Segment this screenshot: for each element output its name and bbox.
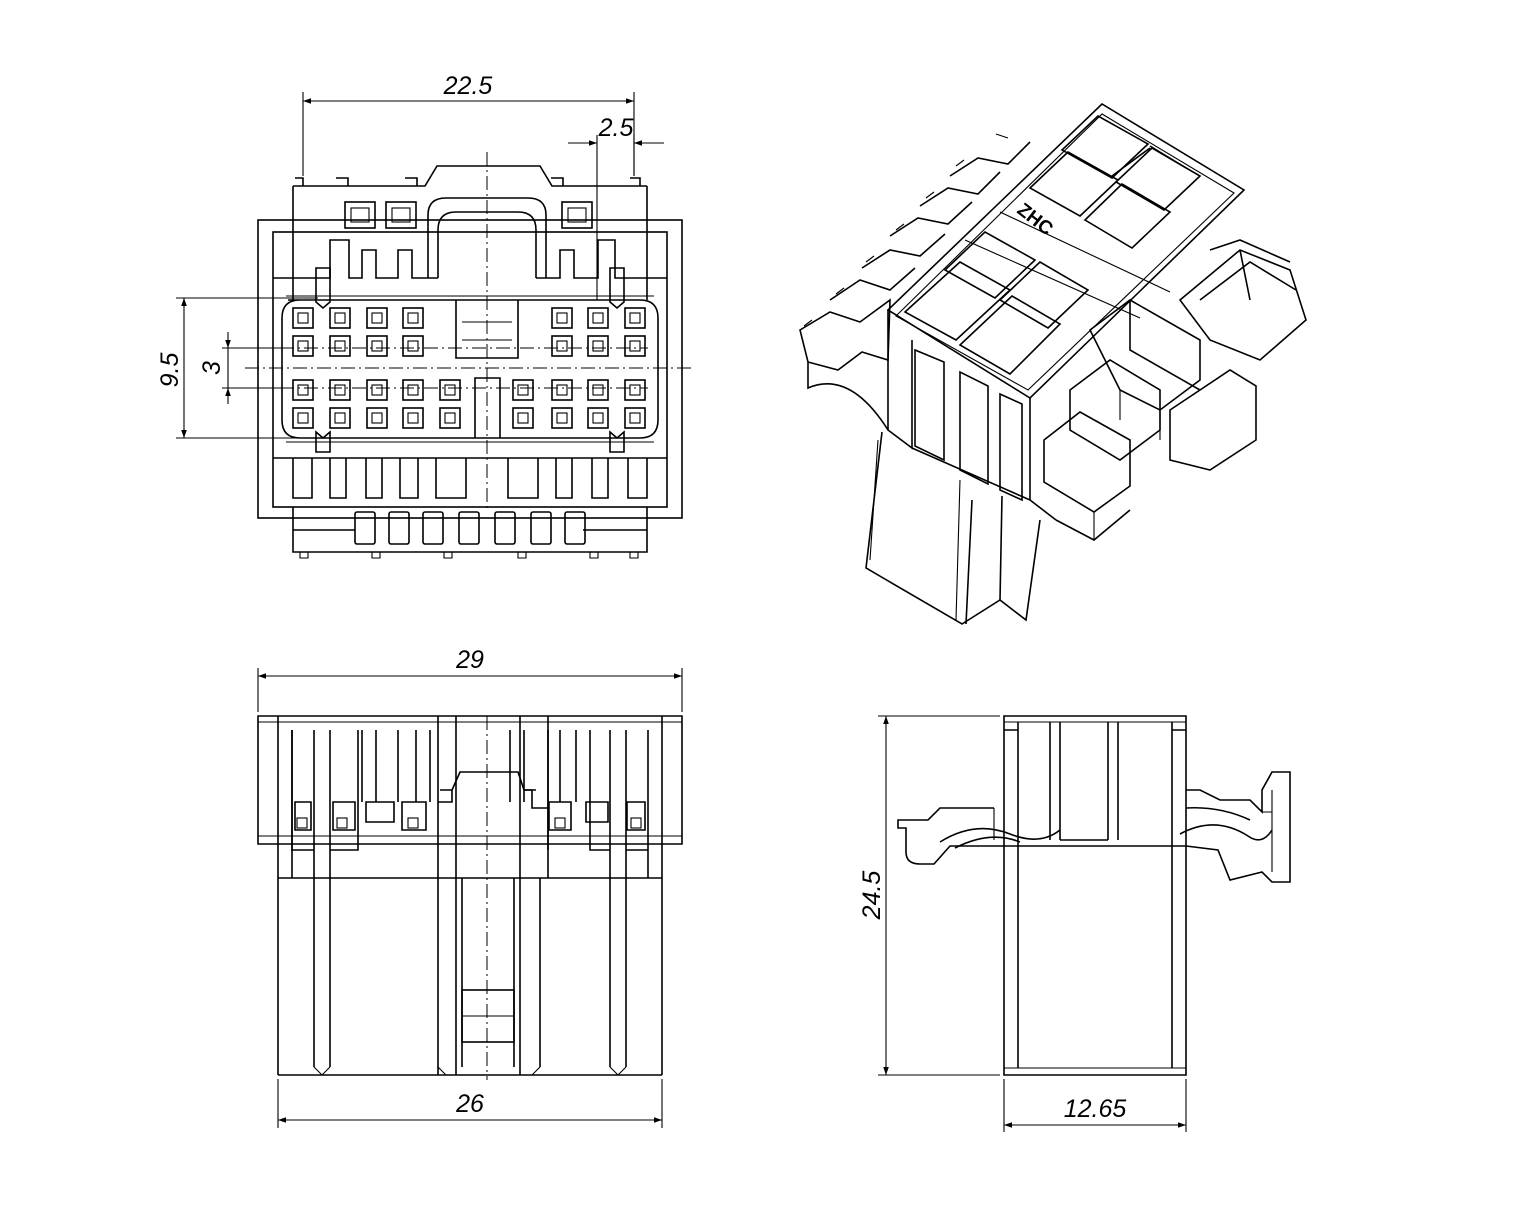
pin-cavity-inner	[371, 384, 383, 396]
pin-cavity	[439, 407, 461, 429]
pin-cavity-inner	[592, 312, 604, 324]
pin-cavity-inner	[334, 412, 346, 424]
pin-cavity-inner	[517, 384, 529, 396]
pin-cavity-inner	[297, 340, 309, 352]
pin-cavity-inner	[407, 384, 419, 396]
pin-cavity-inner	[334, 384, 346, 396]
pin-cavity	[624, 307, 646, 329]
pin-cavity	[587, 379, 609, 401]
isometric-view: ZHC	[799, 102, 1307, 625]
dim-26-label: 26	[455, 1090, 484, 1118]
pin-cavity-inner	[297, 384, 309, 396]
pin-cavity	[551, 407, 573, 429]
pin-cavity-inner	[556, 312, 568, 324]
pin-cavity	[402, 307, 424, 329]
pin-cavity-inner	[556, 384, 568, 396]
pin-cavity-inner	[334, 340, 346, 352]
pin-cavity	[329, 307, 351, 329]
pin-cavity-inner	[407, 312, 419, 324]
dim-29-label: 29	[455, 646, 484, 674]
pin-cavity-inner	[629, 384, 641, 396]
pin-cavity-inner	[592, 384, 604, 396]
side-view: 24.5 12.65	[858, 715, 1291, 1132]
front-view: 22.5 2.5 9.5 3	[156, 72, 695, 559]
pin-cavity	[624, 379, 646, 401]
pin-cavity	[624, 335, 646, 357]
pin-cavity-inner	[592, 340, 604, 352]
pin-cavity-inner	[517, 412, 529, 424]
pin-cavity-inner	[556, 340, 568, 352]
iso-logo-text: ZHC	[1013, 199, 1057, 240]
pin-cavity	[329, 335, 351, 357]
pin-cavity	[292, 307, 314, 329]
dim-12-65-label: 12.65	[1064, 1095, 1127, 1123]
pin-cavity	[551, 307, 573, 329]
dim-22-5-label: 22.5	[443, 72, 493, 100]
pin-cavity	[439, 379, 461, 401]
pin-cavity	[366, 307, 388, 329]
pin-cavity-inner	[629, 412, 641, 424]
dim-9-5-label: 9.5	[156, 353, 184, 388]
pin-cavity	[624, 407, 646, 429]
pin-cavity	[292, 379, 314, 401]
top-view: 29 26	[257, 646, 683, 1128]
pin-cavity	[587, 335, 609, 357]
pin-cavity	[402, 407, 424, 429]
pin-cavities	[292, 307, 646, 429]
pin-cavity-inner	[407, 340, 419, 352]
pin-cavity	[402, 335, 424, 357]
pin-cavity-inner	[334, 312, 346, 324]
pin-cavity	[512, 407, 534, 429]
pin-cavity-inner	[629, 340, 641, 352]
pin-cavity-inner	[629, 312, 641, 324]
pin-cavity-inner	[556, 412, 568, 424]
pin-cavity	[366, 379, 388, 401]
pin-cavity	[512, 379, 534, 401]
pin-cavity	[329, 407, 351, 429]
pin-cavity-inner	[592, 412, 604, 424]
pin-cavity	[551, 335, 573, 357]
dim-24-5-label: 24.5	[858, 871, 886, 921]
dim-2-5-label: 2.5	[598, 114, 634, 142]
pin-cavity-inner	[297, 412, 309, 424]
pin-cavity-inner	[444, 412, 456, 424]
pin-cavity-inner	[297, 312, 309, 324]
pin-cavity	[292, 335, 314, 357]
dim-3-label: 3	[198, 361, 226, 375]
pin-cavity	[587, 307, 609, 329]
pin-cavity-inner	[407, 412, 419, 424]
pin-cavity	[366, 335, 388, 357]
pin-cavity	[551, 379, 573, 401]
pin-cavity-inner	[371, 340, 383, 352]
pin-cavity	[292, 407, 314, 429]
pin-cavity	[366, 407, 388, 429]
pin-cavity-inner	[444, 384, 456, 396]
pin-cavity	[587, 407, 609, 429]
pin-cavity-inner	[371, 412, 383, 424]
pin-cavity-inner	[371, 312, 383, 324]
pin-cavity	[402, 379, 424, 401]
pin-cavity	[329, 379, 351, 401]
